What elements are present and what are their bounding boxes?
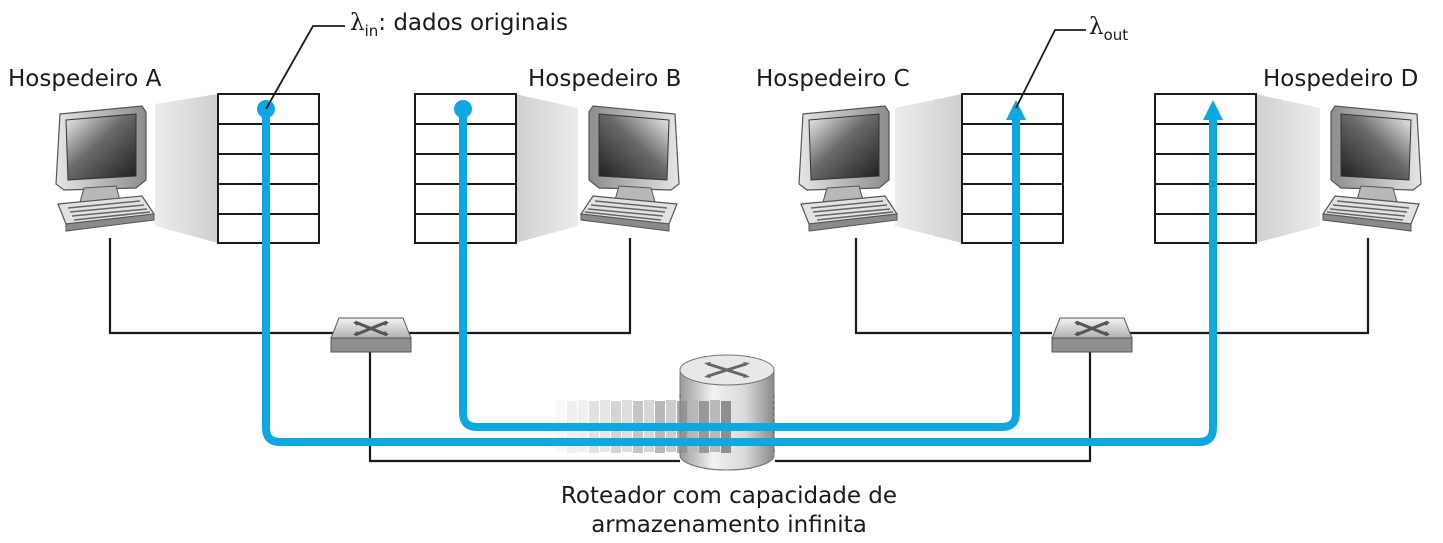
arrowhead-c bbox=[1006, 100, 1026, 120]
computer-icon bbox=[55, 105, 155, 232]
router-caption-line2: armazenamento infinita bbox=[591, 512, 867, 538]
lambda-out-subscript: out bbox=[1103, 26, 1129, 44]
computer-icon bbox=[1322, 105, 1422, 232]
router-caption-line1: Roteador com capacidade de bbox=[560, 483, 898, 509]
host-label-b: Hospedeiro B bbox=[528, 66, 682, 92]
traffic-flows bbox=[262, 106, 1217, 446]
host-label-c: Hospedeiro C bbox=[756, 66, 910, 92]
switch-icon bbox=[329, 316, 413, 354]
lambda-in-subscript: in bbox=[364, 22, 379, 40]
lambda-in-label: λin: dados originais bbox=[350, 9, 568, 45]
projection-beam-a bbox=[155, 94, 218, 243]
lambda-out-leader bbox=[1015, 29, 1086, 109]
computer-icon bbox=[580, 105, 680, 232]
switch-icon bbox=[1050, 316, 1134, 354]
projection-beam-b bbox=[515, 94, 578, 243]
lambda-in-leader bbox=[265, 25, 345, 110]
lambda-symbol: λ bbox=[350, 10, 365, 36]
computer-icon bbox=[798, 105, 898, 232]
lambda-symbol: λ bbox=[1089, 14, 1104, 40]
arrowhead-d bbox=[1203, 100, 1223, 120]
host-label-a: Hospedeiro A bbox=[8, 66, 162, 92]
projection-beam-c bbox=[895, 94, 962, 243]
host-label-d: Hospedeiro D bbox=[1263, 66, 1419, 92]
flow-a-to-d bbox=[262, 106, 1217, 446]
projection-beam-d bbox=[1255, 94, 1320, 243]
source-dot-b bbox=[454, 100, 472, 118]
lambda-out-label: λout bbox=[1089, 13, 1128, 49]
flow-b-to-c bbox=[459, 106, 1020, 431]
lambda-in-text: : dados originais bbox=[378, 10, 568, 36]
